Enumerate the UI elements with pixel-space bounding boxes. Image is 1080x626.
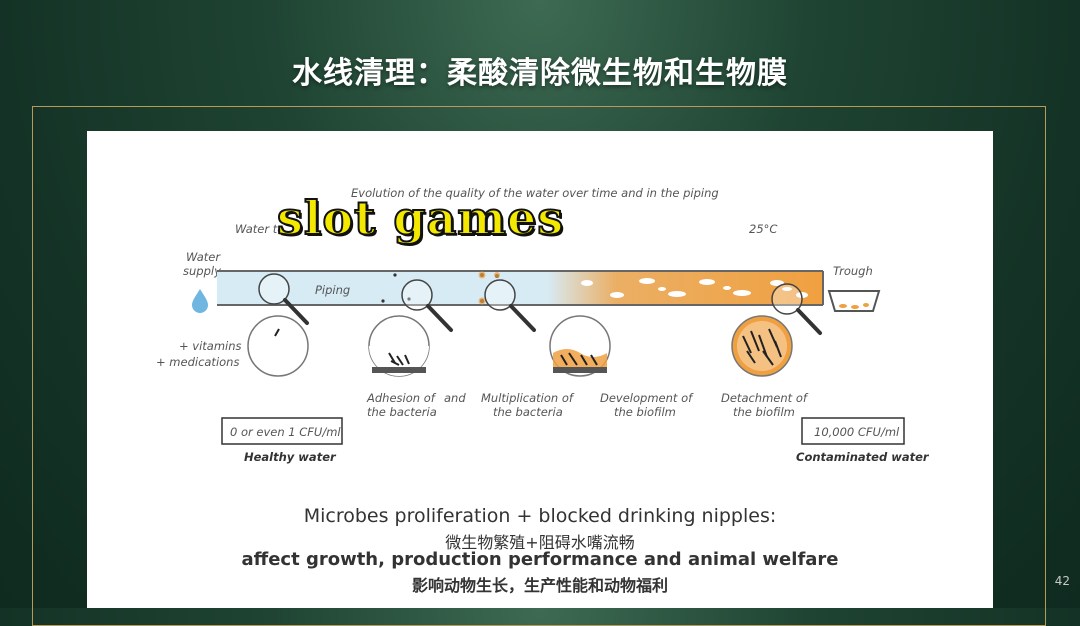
page-number: 42 [1054,574,1070,588]
caption-line2-cn: 影响动物生长，生产性能和动物福利 [411,576,668,595]
caption-line1-cn: 微生物繁殖+阻碍水嘴流畅 [445,533,635,552]
start-count: 0 or even 1 CFU/ml [230,425,341,439]
caption-line2-en: affect growth, production performance an… [241,549,839,570]
end-count-box [801,417,905,445]
zoom-circle-2 [368,315,430,377]
water-supply-line2: supply [183,264,221,278]
stage-1-line2: the bacteria [367,405,437,419]
caption-line1-en: Microbes proliferation + blocked drinkin… [303,505,777,527]
additives-line1: + vitamins [179,339,242,353]
piping-label: Piping [315,283,350,297]
stage-4-line1: Detachment of [721,391,809,405]
biofilm-speckles [581,278,808,298]
water-supply-line1: Water [186,250,221,264]
contaminated-water-label: Contaminated water [796,450,930,464]
overlay-watermark-text: slot games [276,190,565,246]
trough-label: Trough [833,264,873,278]
additives-line2: + medications [156,355,239,369]
healthy-water-label: Healthy water [244,450,337,464]
stage-3-line2: the biofilm [614,405,676,419]
stage-2-line1: Multiplication of [481,391,575,405]
stage-2-line2: the bacteria [493,405,563,419]
zoom-circle-1 [247,315,309,377]
water-quality-diagram: Evolution of the quality of the water ov… [156,186,930,464]
trough-icon [827,290,881,312]
content-panel: Evolution of the quality of the water ov… [87,131,993,608]
magnifier-icon-3 [484,279,536,332]
water-drop-icon [192,289,208,313]
stage-4-line2: the biofilm [733,405,795,419]
pipe-biofilm-dots [478,271,500,305]
magnifier-icon-2 [401,279,453,332]
magnifier-icon-4 [771,283,822,335]
zoom-circle-3 [549,315,611,377]
end-count: 10,000 CFU/ml [814,425,900,439]
temperature-value: 25°C [749,222,777,236]
stage-3-line1: Development of [600,391,694,405]
magnifier-icon-1 [258,273,309,325]
zoom-circle-4 [731,315,793,377]
start-count-box [221,417,343,445]
stage-connector: and [444,391,466,405]
diagram-heading: Evolution of the quality of the water ov… [351,186,719,200]
slide-title: 水线清理：柔酸清除微生物和生物膜 [292,56,788,91]
water-temp-label: Water te [235,222,284,236]
stage-1-line1: Adhesion of [366,391,437,405]
trough-biofilm [839,303,869,309]
